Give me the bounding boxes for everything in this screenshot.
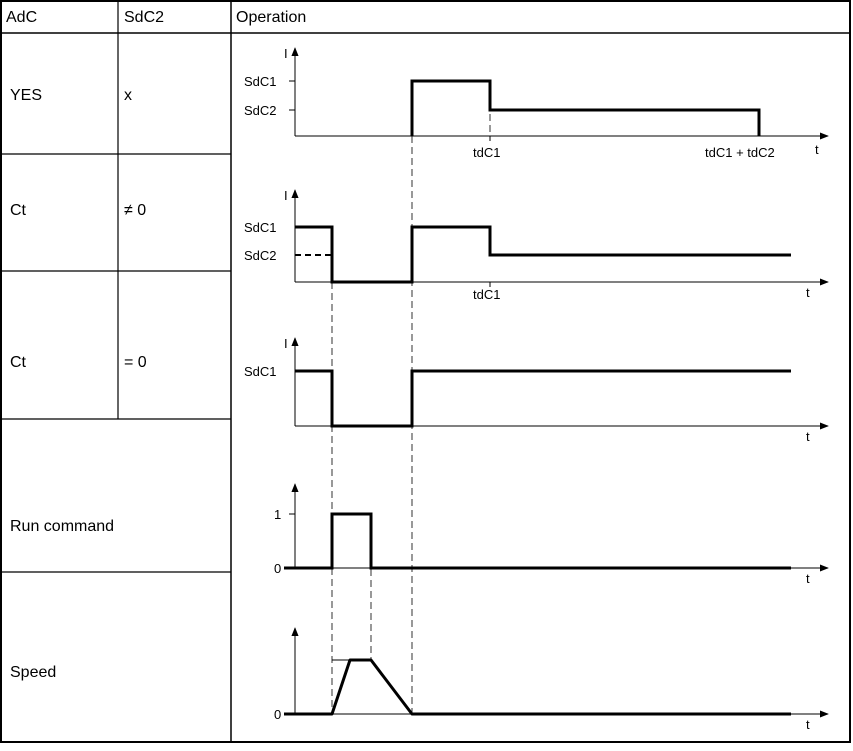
level-1: 1 — [274, 507, 281, 522]
x-axis-label: t — [806, 429, 810, 444]
row-yes-sdc2: x — [124, 87, 132, 104]
level-sdc1: SdC1 — [244, 220, 277, 235]
x-axis-label: t — [806, 285, 810, 300]
x-axis-label: t — [815, 142, 819, 157]
row-ct-nonzero-adc: Ct — [10, 202, 27, 219]
current-trace — [410, 79, 761, 136]
speed-trace — [284, 658, 791, 716]
current-trace — [295, 225, 791, 284]
plot-current-yes: I SdC1 SdC2 tdC1 tdC1 + tdC2 t — [244, 46, 829, 160]
level-sdc2: SdC2 — [244, 248, 277, 263]
row-ct-zero-adc: Ct — [10, 354, 27, 371]
header-operation: Operation — [236, 9, 306, 26]
current-trace — [295, 369, 791, 428]
y-axis-label: I — [284, 46, 288, 61]
row-run-command-label: Run command — [10, 518, 114, 535]
run-command-trace — [284, 512, 791, 570]
mark-tdc1-tdc2: tdC1 + tdC2 — [705, 145, 775, 160]
plot-run-command: 1 0 t — [274, 483, 829, 586]
y-axis-label: I — [284, 336, 288, 351]
level-0: 0 — [274, 561, 281, 576]
level-sdc1: SdC1 — [244, 74, 277, 89]
level-sdc1: SdC1 — [244, 364, 277, 379]
header-sdc2: SdC2 — [124, 9, 164, 26]
plot-current-ct-zero: I SdC1 t — [244, 336, 829, 444]
header-adc: AdC — [6, 9, 37, 26]
plot-current-ct-nonzero: I SdC1 SdC2 tdC1 t — [244, 188, 829, 302]
x-axis-label: t — [806, 571, 810, 586]
row-speed-label: Speed — [10, 664, 56, 681]
mark-tdc1: tdC1 — [473, 145, 500, 160]
plot-speed: 0 t — [274, 627, 829, 732]
row-ct-zero-sdc2: = 0 — [124, 354, 147, 371]
level-0: 0 — [274, 707, 281, 722]
x-axis-label: t — [806, 717, 810, 732]
level-sdc2: SdC2 — [244, 103, 277, 118]
row-ct-nonzero-sdc2: ≠ 0 — [124, 202, 146, 219]
row-yes-adc: YES — [10, 87, 42, 104]
mark-tdc1: tdC1 — [473, 287, 500, 302]
y-axis-label: I — [284, 188, 288, 203]
